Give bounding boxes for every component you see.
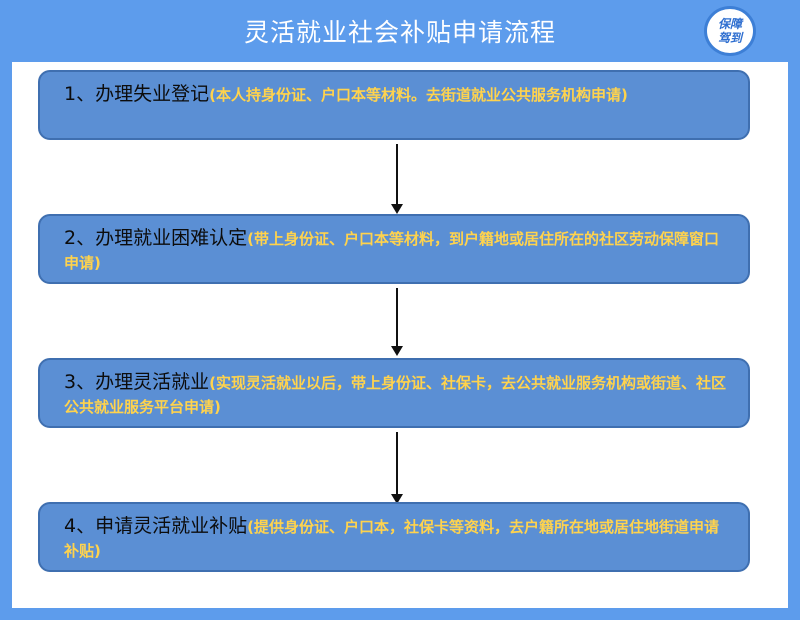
step-4-note: (提供身份证、户口本，社保卡等资料，去户籍所在地或居住地街道申请补贴)	[64, 518, 719, 560]
step-4-title: 4、申请灵活就业补贴	[64, 515, 248, 537]
step-2-title: 2、办理就业困难认定	[64, 227, 248, 249]
flow-step-3: 3、办理灵活就业(实现灵活就业以后，带上身份证、社保卡，去公共就业服务机构或街道…	[38, 358, 750, 428]
page-title: 灵活就业社会补贴申请流程	[243, 18, 556, 47]
step-2-note: (带上身份证、户口本等材料，到户籍地或居住所在的社区劳动保障窗口申请)	[64, 230, 719, 272]
flow-step-1: 1、办理失业登记(本人持身份证、户口本等材料。去街道就业公共服务机构申请)	[38, 70, 750, 140]
flow-arrow-2	[391, 288, 403, 356]
flowchart-panel: hz2018-SZ-31 hz20191265 hz2019.12.34 hz2…	[12, 62, 788, 608]
step-3-note: (实现灵活就业以后，带上身份证、社保卡，去公共就业服务机构或街道、社区公共就业服…	[64, 374, 726, 416]
flow-arrow-1	[391, 144, 403, 214]
flow-step-2: 2、办理就业困难认定(带上身份证、户口本等材料，到户籍地或居住所在的社区劳动保障…	[38, 214, 750, 284]
step-3-title: 3、办理灵活就业	[64, 371, 210, 393]
header-bar: 灵活就业社会补贴申请流程	[0, 0, 800, 62]
step-1-title: 1、办理失业登记	[64, 83, 210, 105]
brand-logo: 保障 驾到	[704, 6, 756, 56]
flow-step-4: 4、申请灵活就业补贴(提供身份证、户口本，社保卡等资料，去户籍所在地或居住地街道…	[38, 502, 750, 572]
flow-arrow-3	[391, 432, 403, 504]
step-1-note: (本人持身份证、户口本等材料。去街道就业公共服务机构申请)	[209, 86, 628, 104]
logo-text-top: 保障	[717, 17, 742, 31]
logo-text-bottom: 驾到	[717, 31, 742, 45]
